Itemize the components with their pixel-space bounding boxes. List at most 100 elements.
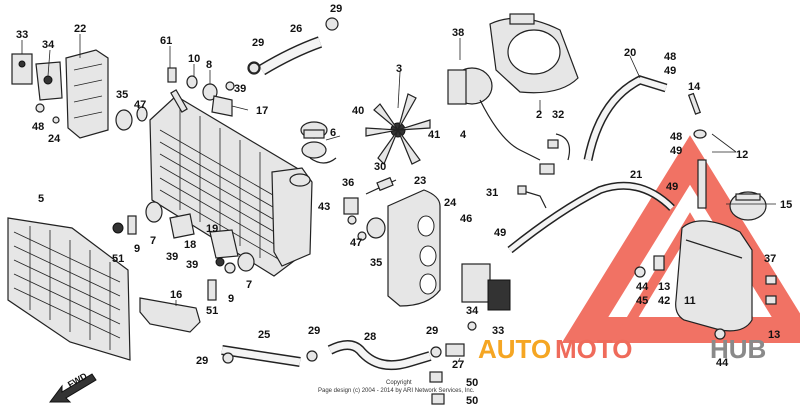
callout-21: 21	[630, 169, 642, 181]
callout-27: 27	[452, 359, 464, 371]
callout-10: 10	[188, 53, 200, 65]
callout-49-a: 49	[664, 65, 676, 77]
callout-61: 61	[160, 35, 172, 47]
callout-32: 32	[552, 109, 564, 121]
callout-51-b: 51	[206, 305, 218, 317]
callout-6: 6	[330, 127, 336, 139]
callout-14: 14	[688, 81, 701, 93]
watermark-auto: AUTO	[478, 334, 551, 364]
callout-36: 36	[342, 177, 354, 189]
callout-44-b: 44	[716, 357, 729, 369]
water-hose-28	[306, 340, 442, 370]
callout-9-b: 9	[228, 293, 234, 305]
callout-49-c: 49	[666, 181, 678, 193]
callout-labels: 33 34 22 48 24 35 47 61 10 8 39 17 29 26…	[16, 3, 792, 407]
callout-50-a: 50	[466, 377, 478, 389]
callout-3: 3	[396, 63, 402, 75]
callout-33-b: 33	[492, 325, 504, 337]
callout-39-b: 39	[166, 251, 178, 263]
reserve-tube-12	[687, 92, 707, 209]
callout-7-b: 7	[246, 279, 252, 291]
callout-8: 8	[206, 59, 212, 71]
siphon-tube-21	[507, 181, 675, 254]
callout-11: 11	[684, 295, 696, 307]
callout-37: 37	[764, 253, 776, 265]
copyright-caption-line2: Page design (c) 2004 - 2014 by ARI Netwo…	[318, 388, 475, 394]
callout-35-b: 35	[370, 257, 382, 269]
side-cover-23	[387, 189, 441, 307]
callout-19: 19	[206, 223, 218, 235]
callout-49-b: 49	[670, 145, 682, 157]
callout-49-d: 49	[494, 227, 506, 239]
callout-9-a: 9	[134, 243, 140, 255]
radiator-core-part	[149, 89, 337, 277]
callout-4: 4	[460, 129, 467, 141]
bracket-assembly-upper-left	[11, 49, 148, 139]
callout-17: 17	[256, 105, 268, 117]
callout-30: 30	[374, 161, 386, 173]
hose-31	[517, 185, 547, 209]
callout-40: 40	[352, 105, 364, 117]
callout-25: 25	[258, 329, 270, 341]
callout-41: 41	[428, 129, 440, 141]
callout-20: 20	[624, 47, 636, 59]
callout-48-c: 48	[670, 131, 682, 143]
tank-hardware-42-44	[634, 255, 726, 340]
lower-hose-25	[221, 345, 301, 367]
callout-12: 12	[736, 149, 748, 161]
callout-44-a: 44	[636, 281, 649, 293]
callout-29-c: 29	[308, 325, 320, 337]
callout-34-b: 34	[466, 305, 479, 317]
callout-13-a: 13	[658, 281, 670, 293]
callout-39: 39	[234, 83, 246, 95]
callout-31: 31	[486, 187, 498, 199]
callout-2: 2	[536, 109, 542, 121]
watermark-moto: MOTO	[555, 334, 633, 364]
callout-28: 28	[364, 331, 376, 343]
callout-23: 23	[414, 175, 426, 187]
callout-16: 16	[170, 289, 182, 301]
drain-fittings-27-50	[429, 343, 465, 405]
automotohub-watermark-text: AUTO MOTO HUB	[478, 334, 766, 364]
callout-43: 43	[318, 201, 330, 213]
reserve-tank-part	[675, 191, 777, 332]
callout-24-b: 24	[444, 197, 457, 209]
callout-35: 35	[116, 89, 128, 101]
callout-15: 15	[780, 199, 792, 211]
callout-42: 42	[658, 295, 670, 307]
mounting-hardware-left	[112, 201, 255, 301]
forward-direction-arrow	[49, 373, 97, 403]
watermark-hub: HUB	[710, 334, 766, 364]
callout-22: 22	[74, 23, 86, 35]
callout-29-e: 29	[426, 325, 438, 337]
callout-45: 45	[636, 295, 648, 307]
copyright-caption-line1: Copyright	[386, 380, 412, 386]
overflow-tube-20	[583, 75, 668, 161]
callout-48: 48	[32, 121, 44, 133]
leader-lines	[21, 34, 776, 363]
callout-50-b: 50	[466, 395, 478, 407]
callout-46: 46	[460, 213, 472, 225]
upper-bracket-8-10-17	[167, 67, 235, 117]
plate-34-33	[461, 263, 511, 331]
callout-5: 5	[38, 193, 44, 205]
callout-47-b: 47	[350, 237, 362, 249]
callout-29-d: 29	[196, 355, 208, 367]
fan-shroud-part	[489, 13, 579, 94]
callout-18: 18	[184, 239, 196, 251]
cooling-fan-part	[365, 93, 431, 166]
callout-47: 47	[134, 99, 146, 111]
thermo-switch-36	[343, 176, 397, 225]
fan-motor-part	[447, 67, 555, 175]
radiator-cap-part	[300, 121, 328, 139]
radiator-grille-part	[7, 217, 131, 361]
callout-29-a: 29	[252, 37, 264, 49]
callout-51-a: 51	[112, 253, 124, 265]
callout-38: 38	[452, 27, 464, 39]
callout-24: 24	[48, 133, 61, 145]
callout-34: 34	[42, 39, 55, 51]
callout-29-b: 29	[330, 3, 342, 15]
wiring-loom-32	[547, 133, 571, 161]
